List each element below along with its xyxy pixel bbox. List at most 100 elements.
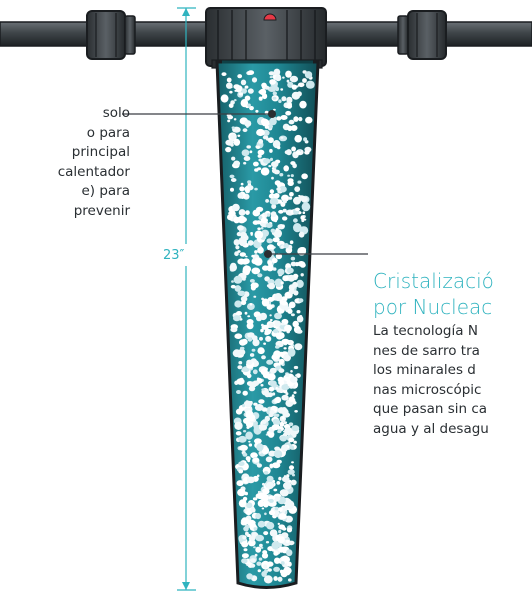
media-bead [265,223,273,228]
media-bead [264,125,269,129]
media-bead [226,77,232,83]
media-bead [281,300,288,306]
media-bead [295,207,300,212]
media-bead [230,143,234,147]
media-bead [251,77,258,83]
media-bead [286,96,293,104]
filter-housing [215,60,320,589]
media-bead [260,328,264,333]
media-bead [294,410,298,413]
media-bead [270,211,277,218]
right-callout-body-line: que pasan sin ca [373,401,488,417]
media-bead [288,396,295,403]
media-bead [296,373,301,378]
media-bead [243,548,248,552]
media-bead [229,90,233,94]
media-bead [268,386,275,392]
media-bead [277,576,283,582]
media-bead [237,74,243,79]
media-bead [221,72,227,76]
media-bead [276,459,282,464]
media-bead [250,507,256,513]
media-bead [262,550,268,555]
height-dimension-line [170,7,202,591]
media-bead [245,456,251,461]
media-bead [250,282,259,289]
media-bead [266,304,273,310]
media-bead [273,193,280,199]
right-callout-body-line: nas microscópic [373,381,482,398]
right-callout-body-line: los minarales d [373,362,476,378]
media-bead [289,75,298,83]
media-bead [261,388,265,391]
media-bead [297,261,306,267]
media-bead [243,156,251,161]
media-bead [255,493,263,499]
media-bead [263,470,269,475]
media-bead [241,553,249,559]
media-bead [258,96,263,101]
media-bead [250,537,255,542]
media-bead [276,116,282,121]
media-bead [238,499,247,508]
media-bead [238,92,244,96]
right-callout-body: La tecnología N nes de sarro tra los min… [373,322,489,439]
media-bead [267,568,272,572]
media-bead [247,88,254,94]
media-bead [254,250,258,254]
media-bead [278,529,282,534]
media-bead [291,84,297,90]
media-bead [303,137,308,142]
media-bead [288,489,292,493]
media-bead [262,482,265,486]
media-bead [277,145,281,150]
media-bead [280,136,284,139]
media-bead [279,361,284,365]
media-bead [288,437,295,443]
media-bead [239,252,246,257]
media-bead [249,106,254,111]
media-bead [286,527,293,533]
media-bead [295,150,301,155]
right-callout-body-line: nes de sarro tra [373,342,480,359]
media-bead [290,313,295,317]
media-bead [247,103,251,107]
media-bead [287,174,290,177]
right-callout-title-line: por Nucleac [373,295,493,319]
media-bead [275,228,279,231]
media-bead [243,430,247,433]
media-bead [268,165,272,168]
media-bead [239,339,247,346]
media-bead [272,246,276,249]
media-bead [238,237,247,247]
media-bead [289,510,293,514]
media-bead [289,192,294,197]
media-bead [253,546,256,549]
media-bead [296,315,304,323]
left-callout-line: o para [86,124,130,141]
media-bead [280,561,285,565]
media-bead [239,444,248,451]
media-bead [261,507,265,510]
media-bead [281,224,285,228]
media-bead [254,168,259,172]
media-bead [249,400,253,405]
media-bead [233,315,241,322]
media-bead [263,158,271,164]
media-bead [238,469,244,474]
media-bead [279,435,288,442]
media-bead [253,295,257,298]
media-bead [280,322,285,326]
media-bead [298,298,304,303]
media-bead [266,521,275,530]
media-bead [289,240,294,245]
media-bead [247,70,255,75]
media-bead [271,167,275,170]
media-bead [249,353,255,357]
media-bead [291,461,294,464]
media-bead [261,552,269,559]
media-bead [290,370,293,373]
media-bead [294,134,303,143]
left-union-fitting [86,10,136,60]
media-bead [277,536,285,544]
